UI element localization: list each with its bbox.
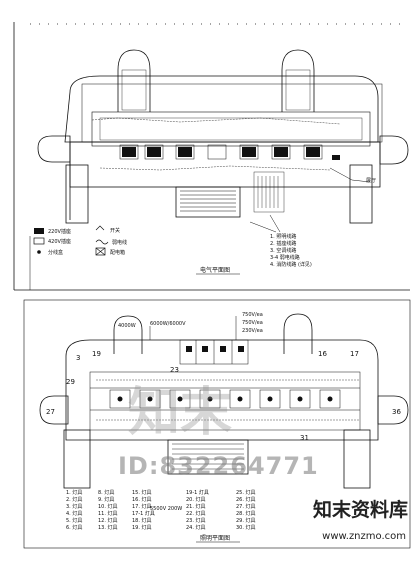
legend-cell: 5. 灯具 [66, 517, 82, 524]
note-2: 3. 空调线路 [270, 247, 296, 254]
legend-cell: 25. 灯具 [236, 489, 256, 496]
legend-cell: 9. 灯具 [98, 496, 114, 503]
callout-3: 4000W [118, 323, 136, 329]
legend-cell: 19-1 灯具 [186, 489, 209, 496]
callout-4: 6000W/6000V [150, 321, 186, 327]
legend-cell: 19. 灯具 [132, 524, 152, 531]
legend-cell: 1. 灯具 [66, 489, 82, 496]
upper-plan-title: 电气平面图 [200, 266, 230, 274]
outlet-icon [33, 237, 45, 245]
box-icon [95, 247, 106, 256]
legend-cell: 20. 灯具 [186, 496, 206, 503]
room-number: 31 [300, 434, 309, 442]
side-label: 展厅 [366, 178, 376, 184]
legend-cell: 27. 灯具 [236, 503, 256, 510]
dot-icon [37, 250, 41, 254]
legend-cell: 11. 灯具 [98, 510, 118, 517]
room-number: 16 [318, 350, 327, 358]
watermark-url: www.znzmo.com [322, 531, 406, 542]
bottom-rating: 5500V 200W [150, 506, 182, 512]
legend-cell: 17-1 灯具 [132, 510, 155, 517]
callout-1: 750V/ea [242, 320, 263, 326]
legend-cell: 18. 灯具 [132, 517, 152, 524]
legend-cell: 10. 灯具 [98, 503, 118, 510]
legend-item-4: 弱电线 [112, 239, 127, 246]
legend-cell: 21. 灯具 [186, 503, 206, 510]
legend-cell: 8. 灯具 [98, 489, 114, 496]
legend-cell: 4. 灯具 [66, 510, 82, 517]
room-number: 17 [350, 350, 359, 358]
note-4: 4. 消防线路 (详见) [270, 261, 312, 268]
legend-cell: 30. 灯具 [236, 524, 256, 531]
room-number: 36 [392, 408, 401, 416]
room-number: 19 [92, 350, 101, 358]
light-fixtures [117, 346, 333, 402]
room-numbers: 3 19 16 17 27 29 36 23 31 [46, 350, 401, 442]
switch-icon [95, 225, 105, 231]
legend-cell: 2. 灯具 [66, 496, 82, 503]
legend-cell: 24. 灯具 [186, 524, 206, 531]
upper-legend: 220V插座 420V插座 分线盒 开关 弱电线 配电箱 [33, 225, 127, 256]
legend-item-5: 配电箱 [110, 249, 125, 256]
legend-cell: 22. 灯具 [186, 510, 206, 517]
legend-item-2: 分线盒 [48, 249, 63, 256]
lower-legend: 1. 灯具 2. 灯具 3. 灯具 4. 灯具 5. 灯具 6. 灯具 8. 灯… [66, 489, 256, 531]
legend-cell: 16. 灯具 [132, 496, 152, 503]
wave-icon [95, 239, 109, 245]
legend-cell: 28. 灯具 [236, 510, 256, 517]
legend-item-3: 开关 [110, 227, 120, 234]
legend-cell: 26. 灯具 [236, 496, 256, 503]
note-1: 2. 插座线路 [270, 240, 296, 247]
watermark-id: ID:832264771 [118, 452, 319, 480]
legend-cell: 12. 灯具 [98, 517, 118, 524]
legend-cell: 17. 灯具 [132, 503, 152, 510]
legend-cell: 3. 灯具 [66, 503, 82, 510]
legend-cell: 6. 灯具 [66, 524, 82, 531]
legend-cell: 15. 灯具 [132, 489, 152, 496]
room-number: 23 [170, 366, 179, 374]
room-number: 29 [66, 378, 75, 386]
watermark-brand: 知末资料库 [312, 499, 408, 521]
callout-0: 750V/ea [242, 312, 263, 318]
note-3: 3-4 弱电线路 [270, 254, 300, 261]
legend-item-0: 220V插座 [48, 228, 71, 235]
lower-callouts: 750V/ea 750V/ea 230V/ea 4000W 6000W/6000… [118, 312, 263, 334]
callout-2: 230V/ea [242, 328, 263, 334]
upper-floor-plan [13, 22, 410, 291]
note-0: 1. 照明线路 [270, 233, 296, 240]
outlet-icon [34, 228, 44, 234]
room-number: 3 [76, 354, 80, 362]
upper-notes: 1. 照明线路 2. 插座线路 3. 空调线路 3-4 弱电线路 4. 消防线路… [270, 233, 312, 268]
lower-plan-title: 照明平面图 [200, 535, 230, 542]
legend-cell: 13. 灯具 [98, 524, 118, 531]
watermark-mark: 知末 [128, 383, 233, 443]
legend-item-1: 420V插座 [48, 238, 71, 245]
legend-cell: 29. 灯具 [236, 517, 256, 524]
lower-floor-plan [23, 299, 411, 549]
legend-cell: 23. 灯具 [186, 517, 206, 524]
room-number: 27 [46, 408, 55, 416]
